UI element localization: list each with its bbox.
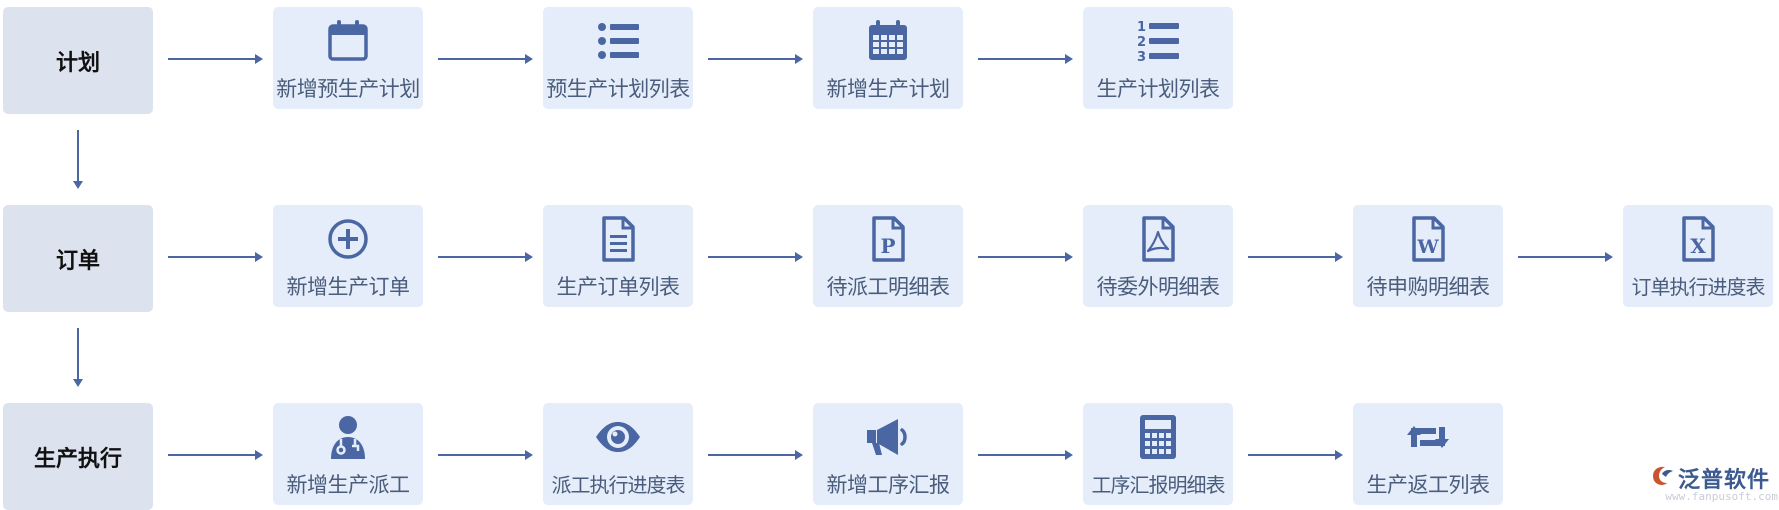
eye-icon: [594, 413, 642, 461]
svg-text:X: X: [1690, 234, 1706, 258]
stage-production-execution: 生产执行: [3, 403, 153, 510]
flow-arrow: [438, 450, 533, 460]
svg-text:W: W: [1416, 236, 1439, 258]
node-pre-production-plan-list[interactable]: 预生产计划列表: [543, 7, 693, 109]
svg-text:2: 2: [1137, 35, 1146, 50]
document-icon: [594, 215, 642, 263]
retweet-icon: [1404, 413, 1452, 461]
node-label: 预生产计划列表: [546, 77, 690, 101]
bullet-list-icon: [594, 17, 642, 65]
node-label: 待申购明细表: [1366, 275, 1491, 299]
svg-text:1: 1: [1137, 20, 1146, 35]
flow-arrow: [168, 54, 263, 64]
node-label: 新增生产计划: [826, 77, 951, 101]
stage-order-label: 订单: [55, 248, 100, 274]
node-production-order-list[interactable]: 生产订单列表: [543, 205, 693, 307]
node-label: 新增生产订单: [286, 275, 411, 299]
node-new-process-report[interactable]: 新增工序汇报: [813, 403, 963, 505]
node-order-execution-progress[interactable]: X 订单执行进度表: [1623, 205, 1773, 307]
node-label: 待委外明细表: [1096, 275, 1221, 299]
flow-arrow-down: [73, 130, 83, 189]
calendar-icon: [324, 17, 372, 65]
node-production-plan-list[interactable]: 1 2 3 生产计划列表: [1083, 7, 1233, 109]
doctor-icon: [324, 413, 372, 461]
node-process-report-details[interactable]: 工序汇报明细表: [1083, 403, 1233, 505]
node-pending-purchase-details[interactable]: W 待申购明细表: [1353, 205, 1503, 307]
flow-arrow: [438, 252, 533, 262]
flow-arrow: [978, 54, 1073, 64]
excel-file-icon: X: [1674, 215, 1722, 263]
flow-arrow: [708, 54, 803, 64]
numbered-list-icon: 1 2 3: [1134, 17, 1182, 65]
node-pending-dispatch-details[interactable]: P 待派工明细表: [813, 205, 963, 307]
node-new-production-dispatch[interactable]: 新增生产派工: [273, 403, 423, 505]
node-new-pre-production-plan[interactable]: 新增预生产计划: [273, 7, 423, 109]
node-label: 订单执行进度表: [1631, 275, 1766, 299]
pdf-file-icon: [1134, 215, 1182, 263]
stage-order: 订单: [3, 205, 153, 312]
node-label: 生产订单列表: [556, 275, 681, 299]
flow-arrow: [1248, 252, 1343, 262]
word-file-icon: W: [1404, 215, 1452, 263]
node-label: 工序汇报明细表: [1091, 473, 1226, 497]
calendar-grid-icon: [864, 17, 912, 65]
flow-arrow: [978, 450, 1073, 460]
brand-name: 泛普软件: [1678, 468, 1771, 493]
stage-plan: 计划: [3, 7, 153, 114]
node-pending-outsourcing-details[interactable]: 待委外明细表: [1083, 205, 1233, 307]
node-label: 生产计划列表: [1096, 77, 1221, 101]
flow-arrow-down: [73, 328, 83, 387]
node-new-production-order[interactable]: 新增生产订单: [273, 205, 423, 307]
stage-plan-label: 计划: [55, 50, 100, 76]
node-production-rework-list[interactable]: 生产返工列表: [1353, 403, 1503, 505]
node-label: 待派工明细表: [826, 275, 951, 299]
stage-production-execution-label: 生产执行: [33, 446, 122, 472]
node-dispatch-execution-progress[interactable]: 派工执行进度表: [543, 403, 693, 505]
brand-logo-icon: [1650, 464, 1676, 488]
node-new-production-plan[interactable]: 新增生产计划: [813, 7, 963, 109]
flow-arrow: [1248, 450, 1343, 460]
node-label: 新增预生产计划: [276, 77, 420, 101]
megaphone-icon: [864, 413, 912, 461]
flow-arrow: [438, 54, 533, 64]
svg-text:P: P: [880, 234, 895, 258]
svg-text:3: 3: [1137, 50, 1146, 65]
flow-arrow: [168, 450, 263, 460]
calculator-icon: [1134, 413, 1182, 461]
plus-circle-icon: [324, 215, 372, 263]
node-label: 生产返工列表: [1366, 473, 1491, 497]
brand-watermark: 泛普软件 www.fanpusoft.com: [1648, 460, 1778, 508]
node-label: 新增工序汇报: [826, 473, 951, 497]
node-label: 新增生产派工: [286, 473, 411, 497]
node-label: 派工执行进度表: [551, 473, 686, 497]
flow-arrow: [978, 252, 1073, 262]
flow-arrow: [168, 252, 263, 262]
flow-arrow: [708, 450, 803, 460]
file-p-icon: P: [864, 215, 912, 263]
brand-url: www.fanpusoft.com: [1665, 490, 1778, 503]
flow-arrow: [1518, 252, 1613, 262]
flow-arrow: [708, 252, 803, 262]
